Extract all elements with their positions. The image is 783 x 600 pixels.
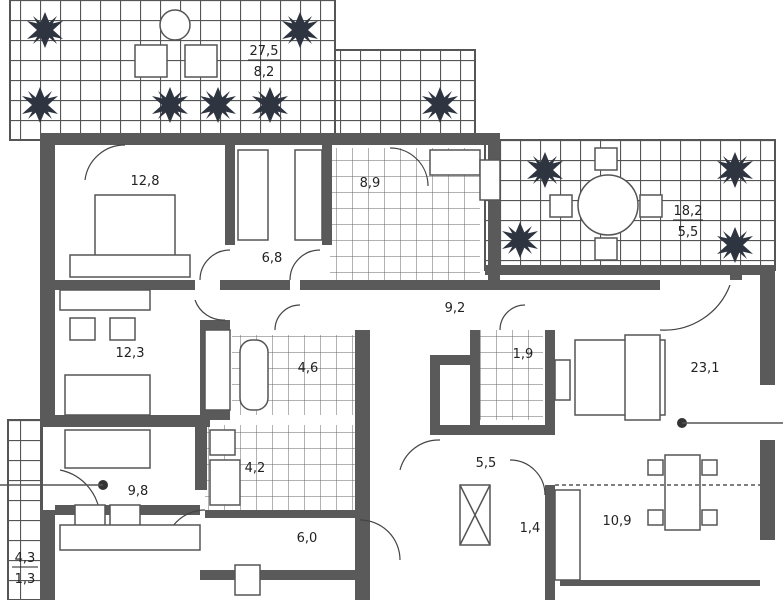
balcony [7,419,43,600]
kitchen-area: 10,9 [603,514,632,529]
terrace-top-area: 27,5 [250,44,279,59]
doors [59,144,731,561]
wardrobe-area: 6,8 [262,251,283,266]
hall-area: 5,5 [476,456,497,471]
room-labels: 27,5 8,2 12,8 6,8 8,9 18,2 5,5 9,2 12,3 … [12,44,719,587]
entry-area: 6,0 [297,531,318,546]
bathroom-3-area: 4,2 [245,461,266,476]
terrace-top [9,0,476,141]
storage-area: 1,4 [520,521,541,536]
bathroom-1-area: 8,9 [360,176,381,191]
balcony-area: 4,3 [15,551,36,566]
living-area: 23,1 [691,361,720,376]
terrace-right-area: 18,2 [674,204,703,219]
wc-area: 1,9 [513,347,534,362]
terrace-right-sub: 5,5 [678,225,699,240]
bedroom-3-area: 9,8 [128,484,149,499]
furniture [0,9,783,596]
corridor-area: 9,2 [445,301,466,316]
terrace-top-sub: 8,2 [254,65,275,80]
bathroom-2-area: 4,6 [298,361,319,376]
bedroom-1-area: 12,8 [131,174,160,189]
balcony-sub: 1,3 [15,572,36,587]
bedroom-2-area: 12,3 [116,346,145,361]
